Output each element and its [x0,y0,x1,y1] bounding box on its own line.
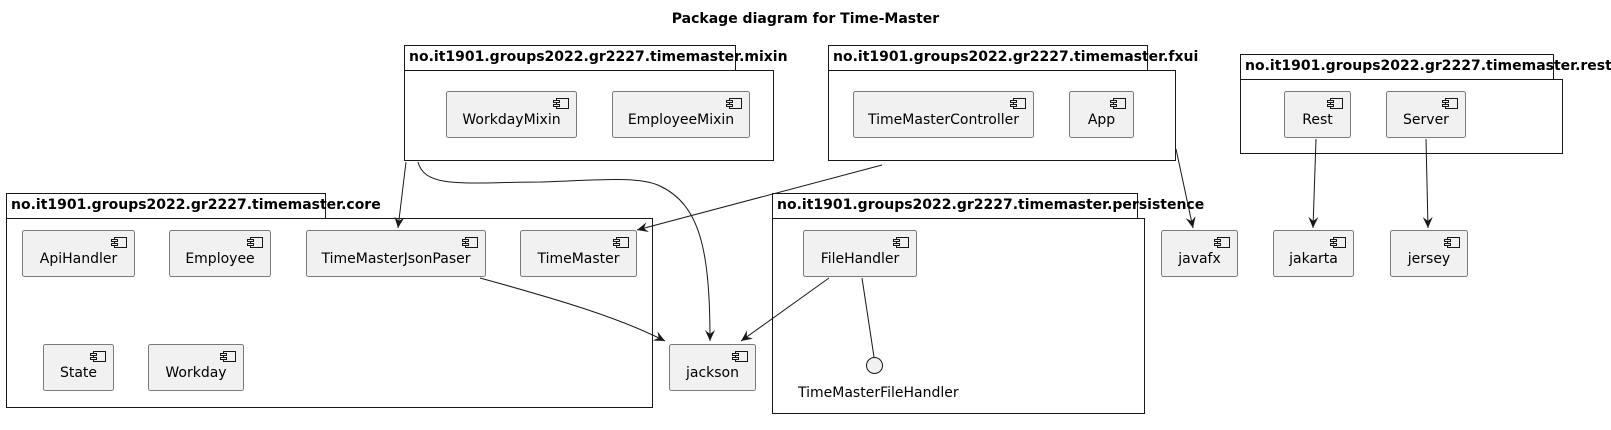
component-icon [1327,98,1343,109]
package-rest-label: no.it1901.groups2022.gr2227.timemaster.r… [1240,54,1611,79]
component-icon [1110,98,1126,109]
component-jersey[interactable]: jersey [1390,230,1468,277]
edge-filehandler-to-timemasterfilehandler [861,277,875,358]
component-label: App [1087,111,1116,128]
edge-timemastercontroller-to-timemaster [636,164,883,233]
component-label: jackson [685,364,739,381]
component-icon [613,237,629,248]
component-icon [462,237,478,248]
component-javafx[interactable]: javafx [1161,230,1238,277]
edge-server-to-jersey [1422,138,1433,229]
component-icon [553,98,569,109]
component-icon [726,98,742,109]
component-label: WorkdayMixin [462,111,561,128]
component-label: Server [1403,111,1449,128]
edge-mixin-to-timemasterjsonpaser [394,161,407,229]
component-server[interactable]: Server [1386,91,1466,138]
component-icon [1442,98,1458,109]
component-label: ApiHandler [39,250,118,267]
component-label: jersey [1407,250,1451,267]
component-icon [732,351,748,362]
component-rest[interactable]: Rest [1284,91,1351,138]
component-icon [1444,237,1460,248]
component-workday[interactable]: Workday [148,344,244,391]
component-icon [1214,237,1230,248]
component-label: Rest [1302,111,1333,128]
component-app[interactable]: App [1069,91,1134,138]
edge-mixin-to-jackson [417,161,715,342]
component-label: TimeMaster [537,250,620,267]
component-icon [111,237,127,248]
edge-rest-to-jakarta [1308,138,1319,229]
component-label: TimeMasterController [868,111,1019,128]
component-workdaymixin[interactable]: WorkdayMixin [446,91,577,138]
component-label: TimeMasterJsonPaser [321,250,471,267]
component-icon [220,351,236,362]
component-apihandler[interactable]: ApiHandler [22,230,135,277]
component-employee[interactable]: Employee [169,230,271,277]
package-fxui-label: no.it1901.groups2022.gr2227.timemaster.f… [828,45,1198,70]
component-timemastercontroller[interactable]: TimeMasterController [853,91,1034,138]
diagram-title: Package diagram for Time-Master [671,11,940,27]
component-label: Employee [185,250,255,267]
package-mixin-label: no.it1901.groups2022.gr2227.timemaster.m… [404,45,788,70]
interface-timemasterfilehandler-circle[interactable] [866,357,883,374]
package-core-label: no.it1901.groups2022.gr2227.timemaster.c… [6,193,381,218]
edge-filehandler-to-jackson [740,277,830,342]
component-label: FileHandler [820,250,900,267]
package-persistence-label: no.it1901.groups2022.gr2227.timemaster.p… [772,193,1204,218]
component-label: State [59,364,98,381]
component-jakarta[interactable]: jakarta [1273,230,1354,277]
component-filehandler[interactable]: FileHandler [803,230,917,277]
component-icon [893,237,909,248]
component-state[interactable]: State [43,344,114,391]
component-timemaster[interactable]: TimeMaster [520,230,637,277]
component-icon [90,351,106,362]
component-icon [1010,98,1026,109]
component-label: jakarta [1289,250,1338,267]
edge-timemasterjsonpaser-to-jackson [479,277,666,342]
component-label: Workday [165,364,227,381]
component-label: javafx [1178,250,1221,267]
component-icon [1330,237,1346,248]
component-employeemixin[interactable]: EmployeeMixin [612,91,750,138]
interface-timemasterfilehandler-label: TimeMasterFileHandler [798,385,959,401]
component-jackson[interactable]: jackson [669,344,756,391]
component-timemasterjsonpaser[interactable]: TimeMasterJsonPaser [306,230,486,277]
edge-fxui-to-javafx [1175,148,1196,229]
component-label: EmployeeMixin [627,111,735,128]
component-icon [247,237,263,248]
